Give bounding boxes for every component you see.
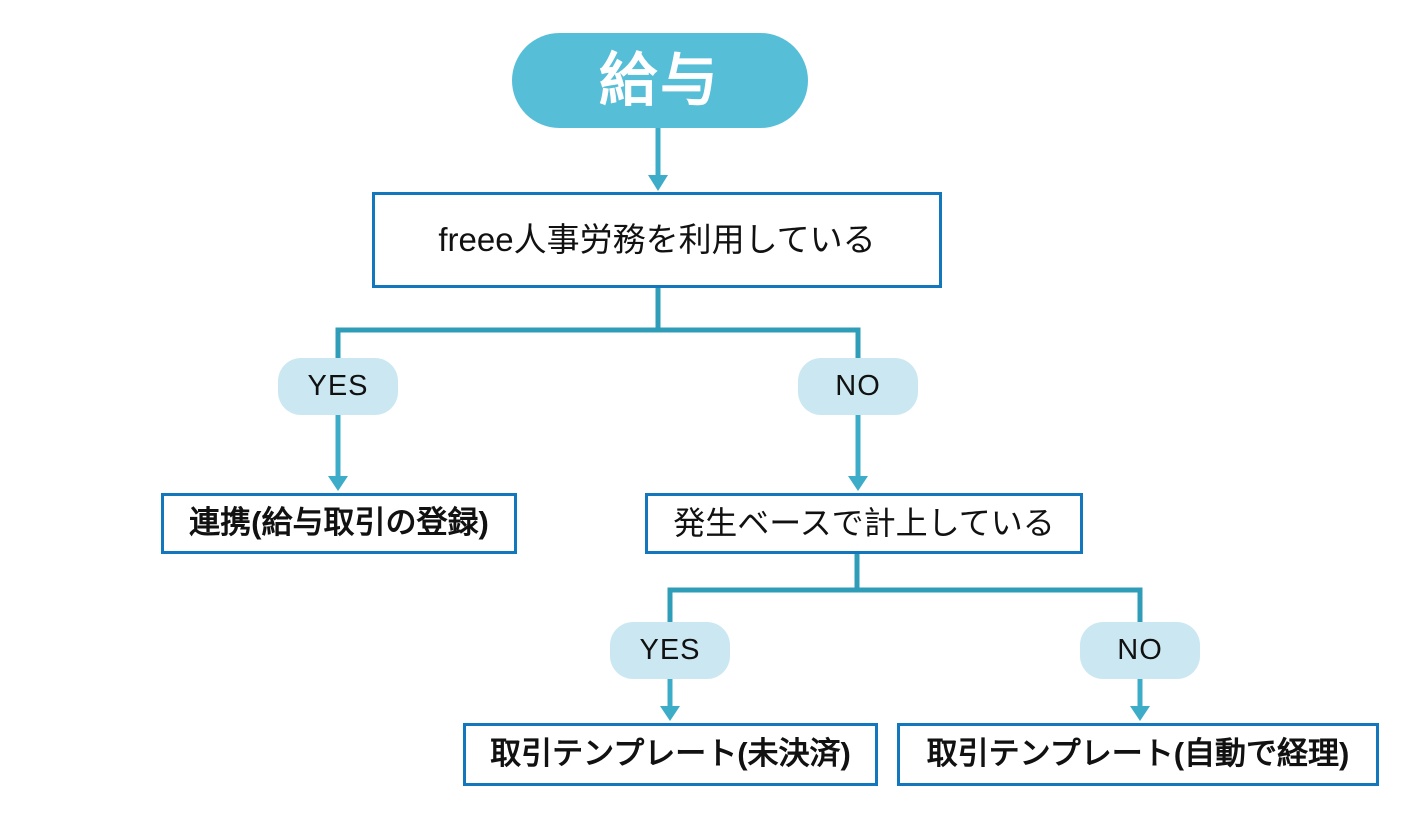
edge-no2-arrowhead xyxy=(1130,706,1150,721)
result-box-template-auto-accounting: 取引テンプレート(自動で経理) xyxy=(897,723,1379,786)
branch-tree-2 xyxy=(667,554,1143,660)
edge-no1-to-q2 xyxy=(848,402,868,491)
decision-box-accrual-basis: 発生ベースで計上している xyxy=(645,493,1083,554)
decision-box-freee-hr: freee人事労務を利用している xyxy=(372,192,942,288)
branch-pill-yes-2: YES xyxy=(610,622,730,679)
edge-yes1-to-result1 xyxy=(328,402,348,491)
edge-yes1-arrowhead xyxy=(328,476,348,491)
edge-yes2-arrowhead xyxy=(660,706,680,721)
branch-pill-no-1: NO xyxy=(798,358,918,415)
edge-start-to-q1-arrowhead xyxy=(648,175,668,191)
edge-no1-arrowhead xyxy=(848,476,868,491)
branch-pill-no-2: NO xyxy=(1080,622,1200,679)
start-node-salary: 給与 xyxy=(512,33,808,128)
edge-start-to-q1 xyxy=(648,128,668,191)
branch-pill-yes-1: YES xyxy=(278,358,398,415)
result-box-template-unsettled: 取引テンプレート(未決済) xyxy=(463,723,878,786)
branch-tree-1 xyxy=(335,288,861,412)
result-box-payroll-link: 連携(給与取引の登録) xyxy=(161,493,517,554)
